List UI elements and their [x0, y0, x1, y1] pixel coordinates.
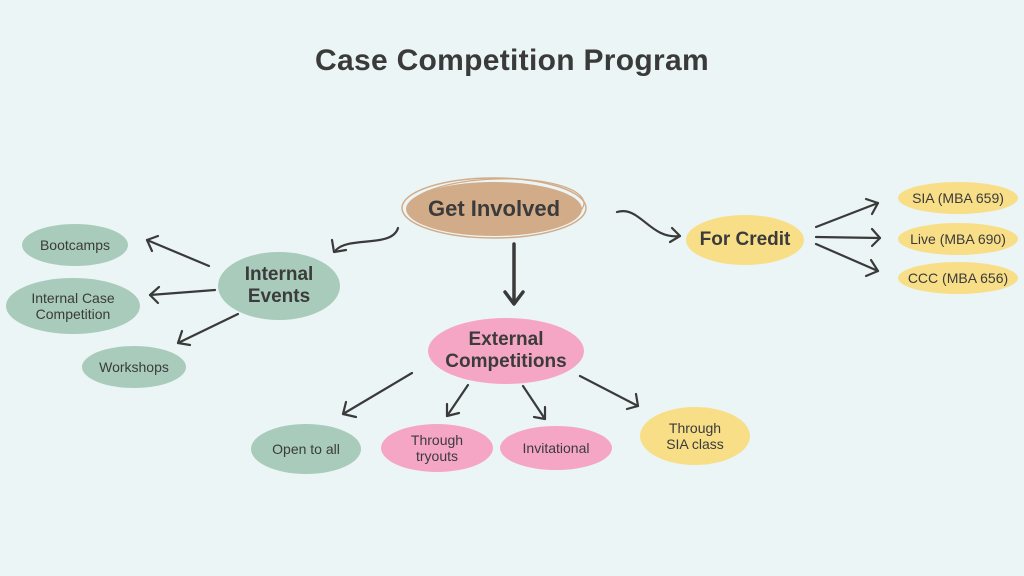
node-label: Workshops [99, 358, 169, 375]
node-bootcamps: Bootcamps [22, 224, 128, 266]
node-label: Live (MBA 690) [910, 230, 1006, 247]
diagram-title: Case Competition Program [315, 44, 709, 77]
arrow-external-to-invitational [521, 384, 547, 421]
node-get-involved: Get Involved [406, 182, 582, 236]
node-label: Bootcamps [39, 236, 111, 253]
arrow-head [148, 285, 161, 305]
node-workshops: Workshops [82, 346, 186, 388]
arrow-head [503, 290, 525, 306]
node-label: SIA (MBA 659) [912, 189, 1004, 206]
node-internal-case-competition: Internal Case Competition [6, 278, 140, 334]
node-invitational: Invitational [500, 426, 612, 470]
arrow-head [532, 405, 547, 421]
arrow-internal-to-workshops [176, 312, 240, 345]
arrow-head [864, 197, 880, 216]
node-label: Open to all [272, 440, 340, 457]
node-open-to-all: Open to all [251, 424, 361, 474]
node-label: Internal Events [244, 264, 314, 307]
node-internal-events: Internal Events [218, 252, 340, 320]
arrow-internal-to-bootcamps [145, 238, 211, 268]
arrow-head [145, 234, 160, 253]
node-for-credit: For Credit [686, 215, 804, 265]
node-label: Through tryouts [410, 431, 464, 464]
arrow-credit-to-ccc [814, 242, 880, 273]
arrow-internal-to-casecomp [148, 288, 217, 297]
arrow-credit-to-live [814, 235, 882, 240]
node-label: CCC (MBA 656) [907, 269, 1009, 286]
arrow-root-to-internal [334, 226, 400, 252]
arrow-external-to-sia [578, 374, 640, 408]
arrow-head [625, 392, 640, 411]
node-ccc-mba-656: CCC (MBA 656) [898, 262, 1018, 294]
arrow-head [341, 400, 358, 419]
node-label: Invitational [522, 439, 590, 456]
node-external-competitions: External Competitions [428, 318, 584, 384]
arrow-credit-to-sia [814, 201, 880, 229]
node-label: Get Involved [427, 196, 561, 222]
node-through-tryouts: Through tryouts [381, 424, 493, 472]
node-live-mba-690: Live (MBA 690) [898, 223, 1018, 255]
arrow-head [330, 238, 348, 254]
node-label: For Credit [699, 229, 791, 251]
node-label: External Competitions [445, 329, 567, 372]
arrow-external-to-open [341, 371, 414, 416]
arrow-head [864, 258, 880, 278]
arrow-root-to-credit [615, 209, 682, 238]
arrow-head [870, 227, 882, 248]
arrow-head [668, 226, 682, 244]
arrow-head [176, 329, 192, 347]
scribble-ring [401, 177, 587, 239]
arrow-head [445, 402, 461, 418]
node-label: Through SIA class [666, 419, 724, 452]
node-through-sia-class: Through SIA class [640, 407, 750, 465]
node-label: Internal Case Competition [31, 289, 115, 322]
node-sia-mba-659: SIA (MBA 659) [898, 182, 1018, 214]
arrow-external-to-tryouts [445, 383, 470, 418]
